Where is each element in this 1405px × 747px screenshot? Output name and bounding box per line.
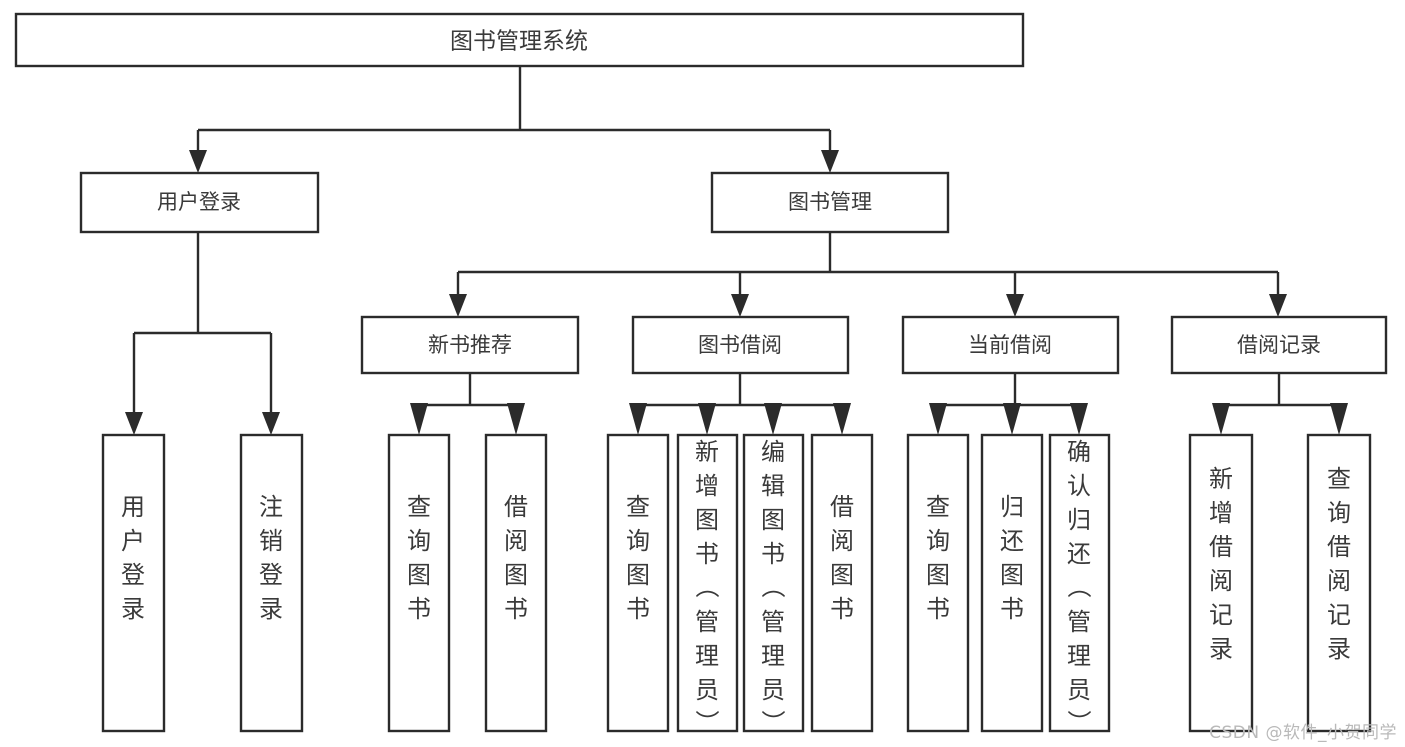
node-leaf-confirm-return[interactable]: 确认归还（管理员）: [1048, 433, 1111, 738]
book-borrow-label: 图书借阅: [698, 333, 782, 357]
node-user-login[interactable]: 用户登录: [79, 171, 320, 234]
current-borrow-box[interactable]: [901, 315, 1120, 375]
arrow-icon-to-leaf-user-login: [125, 412, 143, 435]
arrow-icon-to-user-login: [189, 150, 207, 173]
leaf-edit-book-box[interactable]: [742, 433, 805, 733]
arrow-icon-to-leaf-query-book-2: [629, 403, 647, 435]
user-login-label: 用户登录: [157, 190, 241, 214]
arrow-icon-to-borrow-record: [1269, 294, 1287, 317]
node-leaf-add-record[interactable]: 新增借阅记录: [1188, 433, 1254, 733]
leaf-query-book-1-label: 查询图书: [407, 493, 431, 623]
node-leaf-query-book-2[interactable]: 查询图书: [606, 433, 670, 733]
leaf-user-login-label: 用户登录: [121, 493, 145, 623]
arrow-icon-to-leaf-add-record: [1212, 403, 1230, 435]
book-management-box[interactable]: [710, 171, 950, 234]
arrow-icon-to-leaf-borrow-book-1: [507, 403, 525, 435]
leaf-borrow-book-2-box[interactable]: [810, 433, 874, 733]
borrow-record-box[interactable]: [1170, 315, 1388, 375]
leaf-query-book-3-box[interactable]: [906, 433, 970, 733]
current-borrow-label: 当前借阅: [968, 333, 1052, 357]
node-leaf-query-book-1[interactable]: 查询图书: [387, 433, 451, 733]
root-box[interactable]: [14, 12, 1025, 68]
node-leaf-add-book[interactable]: 新增图书（管理员）: [676, 433, 739, 738]
arrowhead-layer: [125, 150, 1348, 435]
leaf-edit-book-label: 编辑图书（管理员）: [761, 438, 785, 738]
leaf-logout-login-label: 注销登录: [259, 493, 283, 623]
arrow-icon-to-leaf-query-record: [1330, 403, 1348, 435]
arrow-icon-to-leaf-add-book: [698, 403, 716, 435]
node-leaf-return-book[interactable]: 归还图书: [980, 433, 1044, 733]
leaf-borrow-book-1-label: 借阅图书: [504, 493, 528, 623]
leaf-add-book-box[interactable]: [676, 433, 739, 733]
node-book-management[interactable]: 图书管理: [710, 171, 950, 234]
leaf-query-book-2-box[interactable]: [606, 433, 670, 733]
leaf-return-book-box[interactable]: [980, 433, 1044, 733]
arrow-icon-to-leaf-query-book-1: [410, 403, 428, 435]
leaf-add-record-box[interactable]: [1188, 433, 1254, 733]
leaf-add-record-label: 新增借阅记录: [1209, 465, 1233, 663]
borrow-record-label: 借阅记录: [1237, 333, 1321, 357]
arrow-icon-to-current-borrow: [1006, 294, 1024, 317]
arrow-icon-to-leaf-borrow-book-2: [833, 403, 851, 435]
leaf-return-book-label: 归还图书: [1000, 493, 1024, 623]
leaf-query-record-box[interactable]: [1306, 433, 1372, 733]
leaf-query-book-1-box[interactable]: [387, 433, 451, 733]
leaf-user-login-box[interactable]: [101, 433, 166, 733]
new-book-recommend-label: 新书推荐: [428, 333, 512, 357]
book-management-label: 图书管理: [788, 190, 872, 214]
leaf-query-book-2-label: 查询图书: [626, 493, 650, 623]
arrow-icon-to-leaf-query-book-3: [929, 403, 947, 435]
arrow-icon-to-book-borrow: [731, 294, 749, 317]
arrow-icon-to-leaf-return-book: [1003, 403, 1021, 435]
node-leaf-query-book-3[interactable]: 查询图书: [906, 433, 970, 733]
node-borrow-record[interactable]: 借阅记录: [1170, 315, 1388, 375]
arrow-icon-to-leaf-logout-login: [262, 412, 280, 435]
arrow-icon-to-new-book-recommend: [449, 294, 467, 317]
leaf-query-book-3-label: 查询图书: [926, 493, 950, 623]
leaf-confirm-return-box[interactable]: [1048, 433, 1111, 733]
leaf-borrow-book-1-box[interactable]: [484, 433, 548, 733]
user-login-box[interactable]: [79, 171, 320, 234]
csdn-watermark: CSDN @软件_小贺同学: [1209, 723, 1397, 743]
node-new-book-recommend[interactable]: 新书推荐: [360, 315, 580, 375]
node-leaf-edit-book[interactable]: 编辑图书（管理员）: [742, 433, 805, 738]
arrow-icon-to-leaf-edit-book: [764, 403, 782, 435]
node-book-borrow[interactable]: 图书借阅: [631, 315, 850, 375]
leaf-logout-login-box[interactable]: [239, 433, 304, 733]
node-leaf-user-login[interactable]: 用户登录: [101, 433, 166, 733]
root-label: 图书管理系统: [450, 29, 588, 55]
book-borrow-box[interactable]: [631, 315, 850, 375]
node-root[interactable]: 图书管理系统: [14, 12, 1025, 68]
node-leaf-borrow-book-2[interactable]: 借阅图书: [810, 433, 874, 733]
node-current-borrow[interactable]: 当前借阅: [901, 315, 1120, 375]
leaf-add-book-label: 新增图书（管理员）: [695, 438, 719, 738]
leaf-layer: 用户登录 注销登录 查询图书 借阅图书 查询图书 新增图书（管理员）: [101, 433, 1372, 738]
leaf-query-record-label: 查询借阅记录: [1327, 465, 1351, 663]
leaf-confirm-return-label: 确认归还（管理员）: [1067, 438, 1091, 738]
node-leaf-borrow-book-1[interactable]: 借阅图书: [484, 433, 548, 733]
new-book-recommend-box[interactable]: [360, 315, 580, 375]
leaf-borrow-book-2-label: 借阅图书: [830, 493, 854, 623]
node-leaf-query-record[interactable]: 查询借阅记录: [1306, 433, 1372, 733]
node-leaf-logout-login[interactable]: 注销登录: [239, 433, 304, 733]
arrow-icon-to-book-management: [821, 150, 839, 173]
arrow-icon-to-leaf-confirm-return: [1070, 403, 1088, 435]
